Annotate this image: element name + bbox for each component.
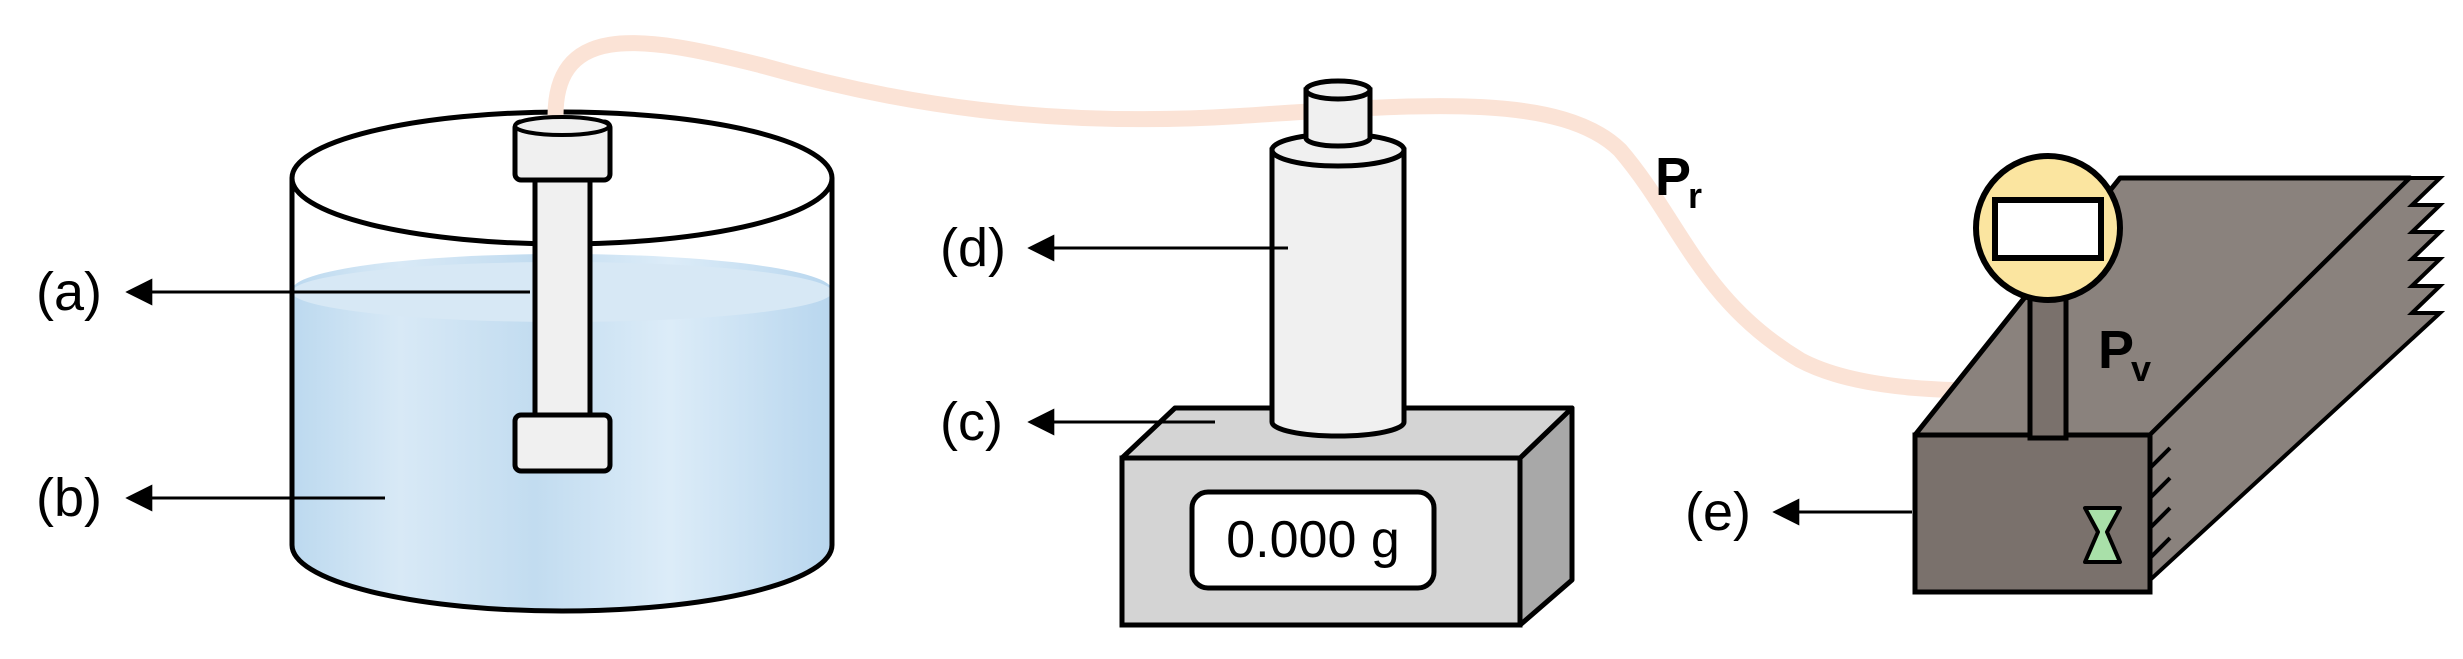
label-pr: P r bbox=[1655, 147, 1702, 216]
cylinder-cap bbox=[1303, 87, 1373, 149]
label-pv: P v bbox=[2098, 320, 2151, 389]
label-pv-main: P bbox=[2098, 320, 2134, 380]
vacuum-chamber-e bbox=[1912, 153, 2446, 595]
balance-reading: 0.000 g bbox=[1226, 511, 1400, 569]
label-e: (e) bbox=[1685, 482, 1751, 542]
label-pr-main: P bbox=[1655, 147, 1691, 207]
cylinder-body bbox=[1269, 147, 1407, 439]
holder-bottom-cap bbox=[512, 412, 613, 474]
label-c: (c) bbox=[940, 392, 1003, 452]
label-d: (d) bbox=[940, 218, 1006, 278]
label-a: (a) bbox=[36, 262, 102, 322]
gauge-window bbox=[1992, 197, 2104, 261]
sample-holder-a bbox=[512, 115, 613, 474]
balance-c: 0.000 g bbox=[1119, 405, 1575, 628]
beaker-wall bbox=[289, 178, 835, 614]
holder-body bbox=[532, 167, 593, 428]
label-pr-sub: r bbox=[1688, 175, 1702, 216]
label-arrows bbox=[125, 234, 1912, 526]
cylinder-cap-top bbox=[1303, 78, 1373, 102]
balance-display bbox=[1189, 489, 1437, 591]
vacuum-tubing bbox=[547, 35, 2048, 399]
chamber-front bbox=[1912, 432, 2153, 595]
sample-holder-d bbox=[1269, 78, 1407, 439]
chamber-fins bbox=[2148, 176, 2446, 585]
label-pv-sub: v bbox=[2131, 348, 2151, 389]
label-b: (b) bbox=[36, 468, 102, 528]
holder-top-cap-face bbox=[513, 115, 611, 137]
valve-icon bbox=[2083, 506, 2122, 564]
